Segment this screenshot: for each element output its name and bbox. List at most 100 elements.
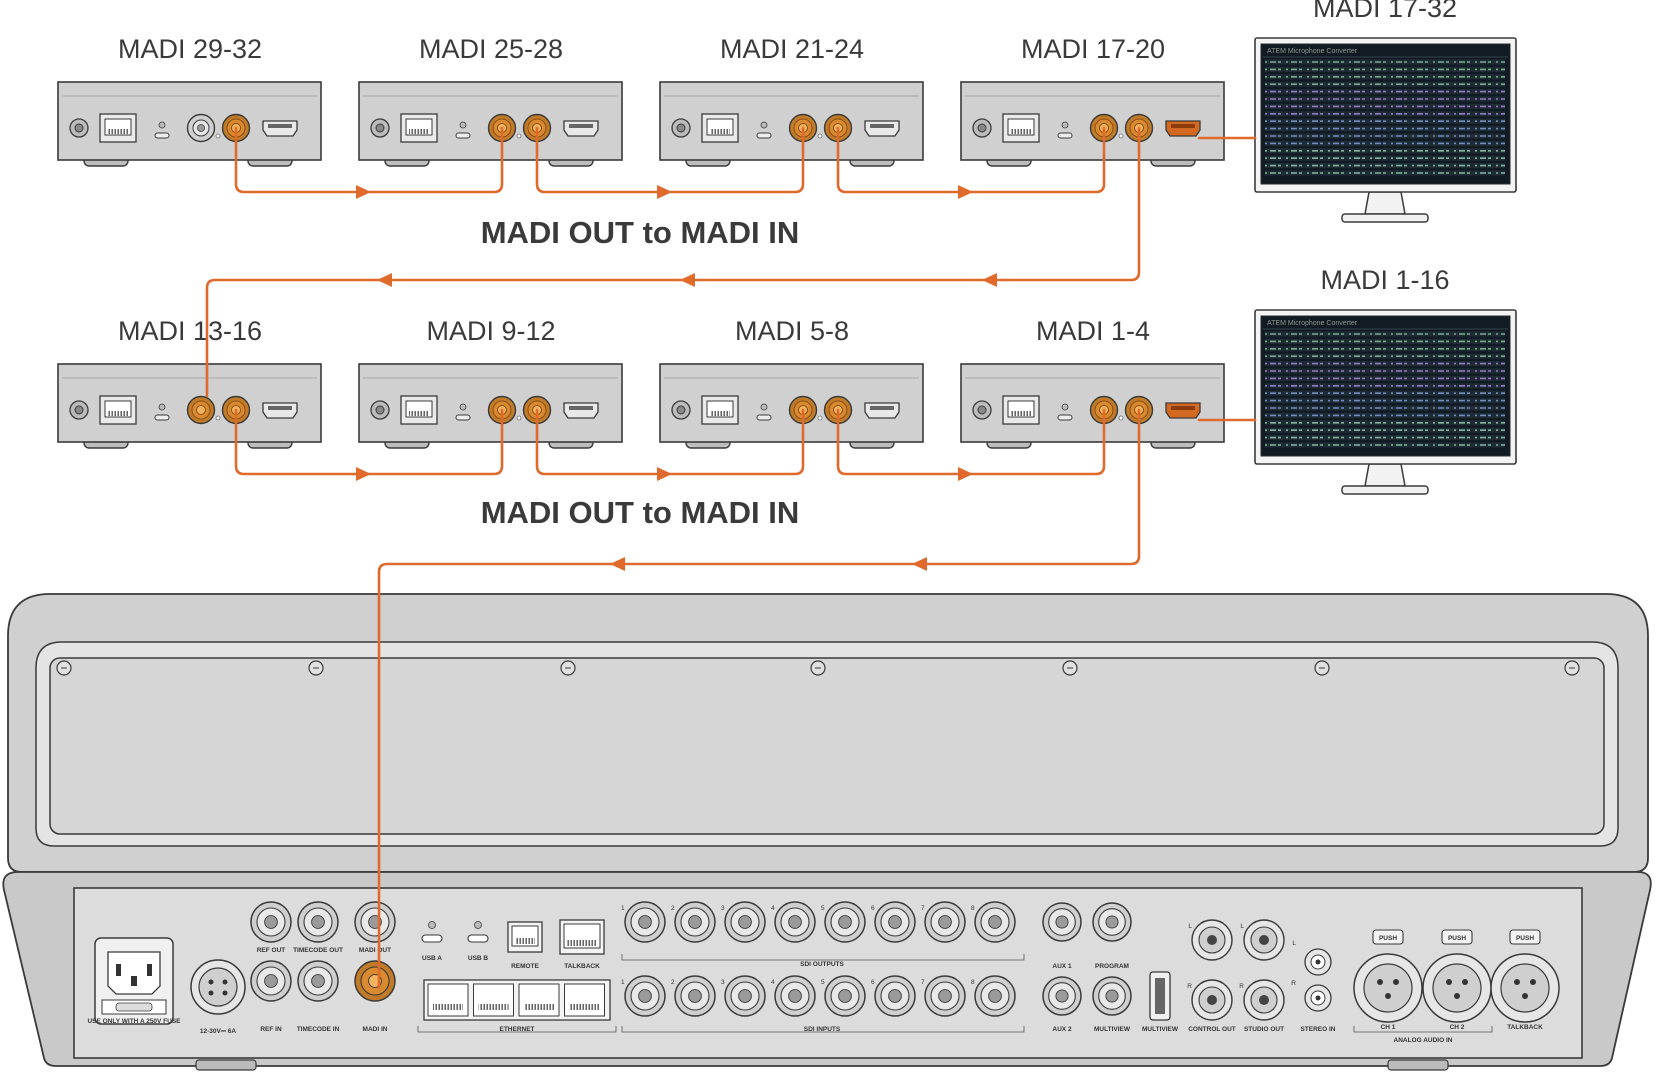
port-label: TIMECODE OUT [293,947,343,954]
port-label: MULTIVIEW [1094,1026,1131,1033]
push-latch-icon [1441,929,1473,945]
port-label: TIMECODE IN [297,1026,340,1033]
labels: MADI OUT to MADI IN MADI OUT to MADI IN [481,215,800,530]
channel-letter: L [1240,923,1244,930]
port-label: TALKBACK [1507,1024,1543,1031]
monitor-label: MADI 1-16 [1320,265,1449,295]
push-label: PUSH [1448,935,1466,942]
port-label: CH 2 [1450,1024,1465,1031]
hdmi-port-icon [563,402,599,419]
monitor-label: MADI 17-32 [1313,0,1457,23]
port-label: REF IN [260,1026,282,1033]
ethernet-port-icon [473,983,514,1017]
usb-c-port-icon [756,414,772,421]
madi-converter-unit: MADI 25-28 [358,34,623,167]
port-label: USB A [422,955,442,962]
flow-arrow-icon [982,273,997,287]
flow-arrow-icon [356,185,371,199]
fuse-label: USE ONLY WITH A 250V FUSE [87,1018,181,1025]
caption-row-2: MADI OUT to MADI IN [481,495,800,530]
converter-units: MADI 29-32 MADI 25-28 MADI 21-24 MADI 17-20… [57,34,1225,449]
dc-power-label: 12-30V⎓ 6A [200,1028,237,1035]
converter-label: MADI 21-24 [720,34,864,64]
usb-c-port-icon [1057,414,1073,421]
flow-arrow-icon [912,557,927,571]
converter-label: MADI 5-8 [735,316,849,346]
push-latch-icon [1372,929,1404,945]
port-label: CH 1 [1381,1024,1396,1031]
usb-c-port-icon [154,414,170,421]
madi-converter-unit: MADI 1-4 [960,316,1225,449]
converter-label: MADI 13-16 [118,316,262,346]
channel-letter: R [1187,983,1192,990]
converter-label: MADI 25-28 [419,34,563,64]
flow-arrow-icon [377,273,392,287]
sdi-number: 5 [821,905,825,912]
port-label: AUX 2 [1052,1026,1072,1033]
sdi-inputs-label: SDI INPUTS [804,1026,841,1033]
channel-letter: R [1291,980,1296,987]
sdi-number: 4 [771,905,775,912]
madi-cable [377,408,1141,990]
usb-c-port-icon [455,132,471,139]
port-label: TALKBACK [564,963,600,970]
sdi-number: 3 [721,905,725,912]
usb-c-port-icon [756,132,772,139]
port-label: STUDIO OUT [1244,1026,1284,1033]
sdi-number: 4 [771,979,775,986]
ethernet-port-icon [518,983,560,1017]
hdmi-port-icon [864,120,900,137]
hdmi-port-icon [1165,402,1201,419]
sdi-outputs-label: SDI OUTPUTS [800,961,844,968]
sdi-number: 5 [821,979,825,986]
monitor-screen-title: ATEM Microphone Converter [1267,48,1358,55]
sdi-number: 6 [871,979,875,986]
ethernet-port-icon [427,983,469,1017]
port-label: MADI IN [363,1026,388,1033]
sdi-number: 8 [971,905,975,912]
flow-arrow-icon [657,467,672,481]
flow-arrow-icon [680,273,695,287]
port-label: REF OUT [257,947,286,954]
ethernet-label: ETHERNET [499,1026,534,1033]
port-label: PROGRAM [1095,963,1129,970]
push-label: PUSH [1516,935,1534,942]
sdi-number: 6 [871,905,875,912]
push-latch-icon [1509,929,1541,945]
channel-letter: R [1239,983,1244,990]
converter-label: MADI 9-12 [426,316,555,346]
usb-c-port-icon [154,132,170,139]
usb-c-port-icon [1057,132,1073,139]
port-label: REMOTE [511,963,539,970]
flow-arrow-icon [610,557,625,571]
switcher-top-recess [49,657,1605,835]
port-label: AUX 1 [1052,963,1072,970]
push-label: PUSH [1379,935,1397,942]
madi-converter-unit: MADI 13-16 [57,316,322,449]
sdi-number: 7 [921,979,925,986]
sdi-number: 7 [921,905,925,912]
flow-arrow-icon [958,467,973,481]
port-label: CONTROL OUT [1188,1026,1236,1033]
channel-letter: L [1188,923,1192,930]
sdi-number: 2 [671,979,675,986]
madi-converter-unit: MADI 17-20 [960,34,1225,167]
usb-c-port-icon [455,414,471,421]
usb-c-port-icon [421,934,443,943]
sdi-number: 1 [621,905,625,912]
analog-audio-label: ANALOG AUDIO IN [1394,1037,1453,1044]
madi-converter-unit: MADI 29-32 [57,34,322,167]
converter-label: MADI 1-4 [1036,316,1150,346]
hdmi-port-icon [262,402,298,419]
usb-c-port-icon [467,934,489,943]
port-label: MADI OUT [359,947,391,954]
madi-cables [205,126,1257,990]
atem-switcher-rear: USE ONLY WITH A 250V FUSE 12-30V⎓ 6A REF O… [2,593,1652,1071]
madi-converter-unit: MADI 5-8 [659,316,924,449]
hdmi-port-icon [1165,120,1201,137]
sdi-number: 8 [971,979,975,986]
